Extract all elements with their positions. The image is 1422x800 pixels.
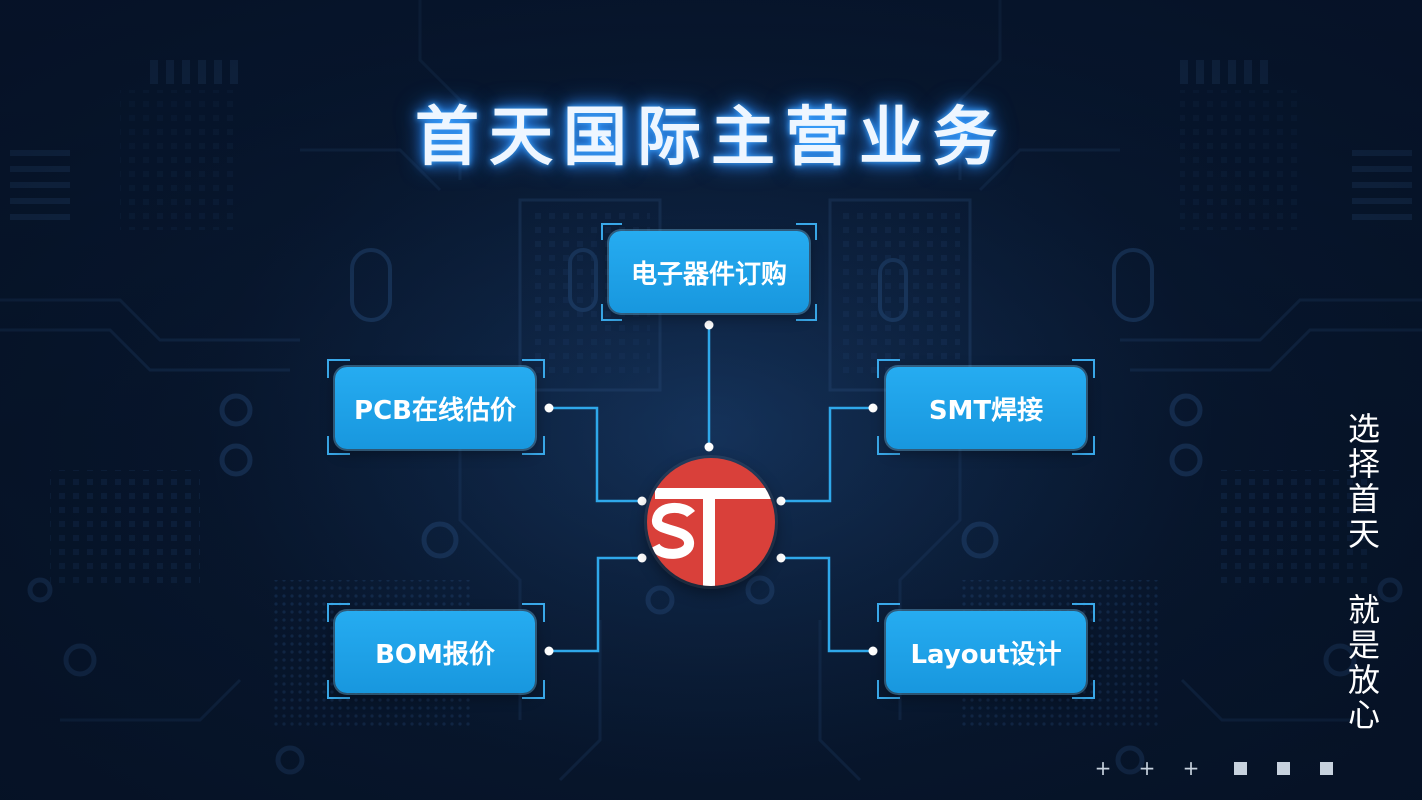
square-icon (1320, 761, 1333, 775)
service-box-pcb[interactable]: PCB在线估价 (335, 367, 535, 449)
connector-dot (776, 496, 786, 506)
slogan: 选择首天 就是放心 (1343, 412, 1381, 733)
connector-left-top (549, 406, 642, 503)
service-box-smt[interactable]: SMT焊接 (886, 367, 1086, 449)
connector-right-bottom (781, 556, 873, 653)
connector-dot (868, 646, 878, 656)
plus-icon: + (1138, 756, 1156, 780)
st-logo (647, 458, 775, 586)
connector-dot (544, 646, 554, 656)
page-title: 首天国际主营业务 (415, 101, 1007, 175)
square-icon (1234, 761, 1247, 775)
connector-dot (776, 553, 786, 563)
service-label: SMT焊接 (928, 395, 1044, 426)
connector-right-top (781, 406, 873, 503)
service-box-bom[interactable]: BOM报价 (335, 611, 535, 693)
service-label: 电子器件订购 (630, 259, 787, 290)
connector-dot (704, 320, 714, 330)
connector-dot (704, 442, 714, 452)
corner-decoration: + + + (1088, 756, 1349, 780)
st-logo-icon (650, 488, 775, 586)
connector-dot (637, 496, 647, 506)
service-label: PCB在线估价 (354, 395, 516, 426)
connector-left-bottom (549, 556, 642, 653)
connector-dot (868, 403, 878, 413)
plus-icon: + (1182, 756, 1200, 780)
connector-dot (637, 553, 647, 563)
square-icon (1277, 761, 1290, 775)
service-label: BOM报价 (375, 639, 495, 670)
service-label: Layout设计 (910, 639, 1062, 670)
plus-icon: + (1094, 756, 1112, 780)
service-box-components[interactable]: 电子器件订购 (609, 231, 809, 313)
connector-dot (544, 403, 554, 413)
service-box-layout[interactable]: Layout设计 (886, 611, 1086, 693)
